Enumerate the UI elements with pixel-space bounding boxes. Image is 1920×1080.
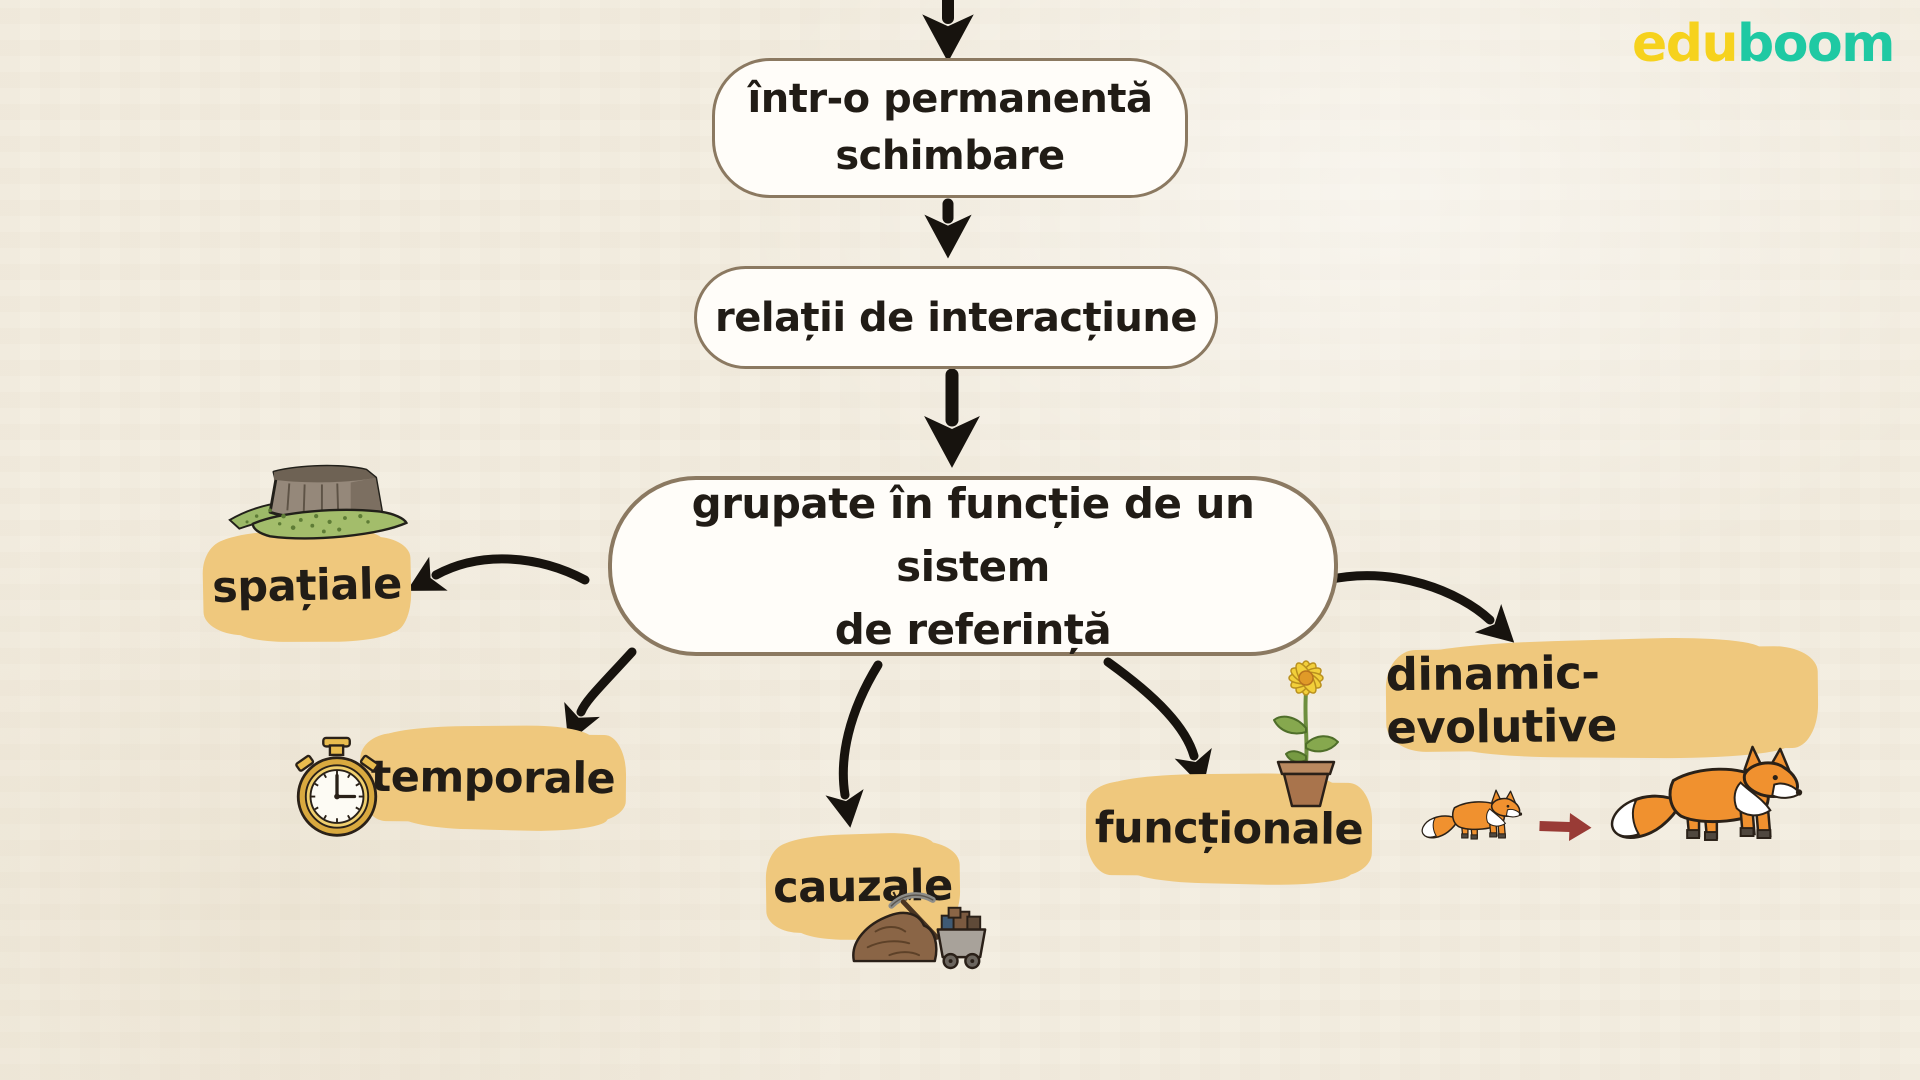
fox-growth-sequence-icon bbox=[1412, 733, 1810, 855]
flow-box-line: într-o permanentă bbox=[747, 76, 1153, 123]
logo-boom-text: boom bbox=[1737, 14, 1895, 74]
label-text: funcționale bbox=[1094, 803, 1364, 855]
flow-box-permanent-change: într-o permanentă schimbare bbox=[712, 58, 1188, 198]
arrow-to-dinamic-evolutive bbox=[1322, 571, 1515, 643]
label-text: spațiale bbox=[211, 559, 403, 613]
arrow-to-temporale bbox=[564, 647, 637, 743]
stopwatch-icon bbox=[292, 736, 382, 840]
flow-box-line: schimbare bbox=[835, 133, 1065, 179]
flow-box-interaction-relations: relații de interacțiune bbox=[694, 266, 1218, 369]
potted-flower-icon bbox=[1264, 656, 1348, 808]
eduboom-logo: eduboom bbox=[1632, 14, 1895, 74]
flow-box-reference-system: grupate în funcție de un sistem de refer… bbox=[608, 476, 1338, 656]
flow-box-line: grupate în funcție de un sistem bbox=[691, 478, 1255, 591]
logo-edu-text: edu bbox=[1632, 14, 1739, 74]
flow-box-line: relații de interacțiune bbox=[715, 294, 1198, 341]
mesa-plateau-icon bbox=[224, 456, 416, 558]
label-temporale: temporale bbox=[359, 732, 627, 824]
evolution-arrow bbox=[1539, 813, 1592, 842]
arrow-to-spatiale bbox=[406, 554, 590, 591]
label-text: temporale bbox=[370, 751, 616, 805]
dirt-pile-pickaxe-mine-cart-icon bbox=[846, 886, 994, 970]
flow-box-line: de referință bbox=[834, 604, 1112, 654]
arrow-to-functionale bbox=[1103, 657, 1212, 788]
arrow-to-cauzale bbox=[825, 660, 883, 828]
